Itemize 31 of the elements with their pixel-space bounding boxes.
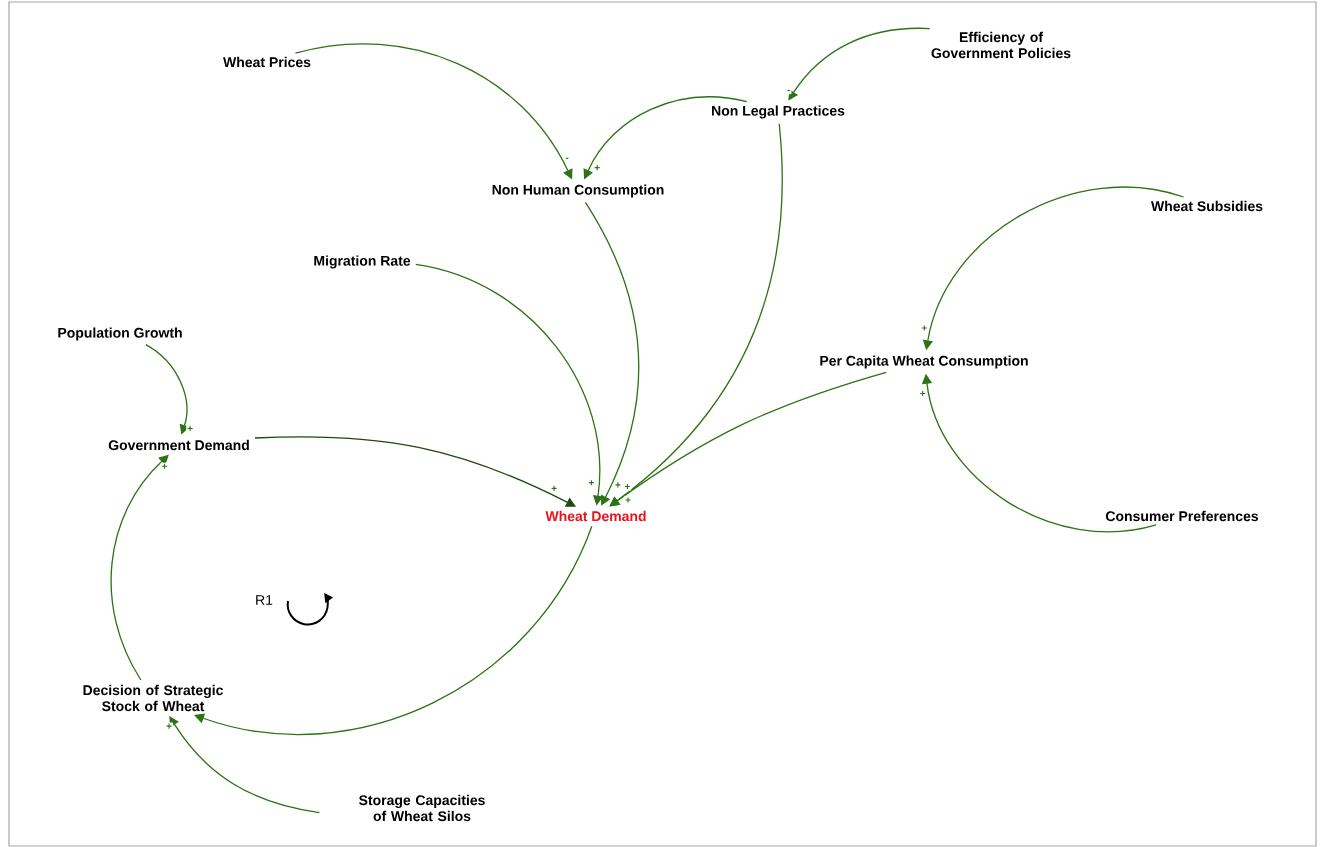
variable-name: Migration Rate [314, 255, 411, 269]
polarity-sign: + [593, 164, 602, 172]
polarity-sign: + [614, 481, 622, 490]
variable-name: Government Demand [108, 439, 249, 451]
variable-name: Non Legal Practices [712, 105, 845, 119]
variable-name: Wheat Prices [223, 56, 311, 68]
arrow [584, 201, 640, 506]
variable-name: Population Growth [58, 327, 182, 341]
variable-name: Efficiency of Government Policies [931, 31, 1071, 59]
variable-name: Decision of Strategic Stock of Wheat [83, 684, 223, 712]
polarity-sign: + [186, 424, 194, 433]
variable-name: Wheat Subsidies [1151, 200, 1263, 212]
variable-name: Storage Capacities of Wheat Silos [359, 794, 485, 822]
polarity-sign: + [165, 722, 173, 731]
arrow [145, 344, 190, 435]
variable-name: Wheat Demand [545, 510, 646, 522]
polarity-sign: + [918, 390, 927, 398]
polarity-sign: + [550, 484, 558, 493]
polarity-sign: + [623, 482, 632, 491]
variable-name: Consumer Preferences [1105, 510, 1259, 522]
arrow [194, 525, 593, 735]
variable-name: Per Capita Wheat Consumption [820, 355, 1028, 369]
polarity-sign: + [160, 462, 169, 471]
polarity-sign: - [564, 156, 570, 162]
arrow [169, 716, 320, 814]
variable-name: Non Human Consumption [492, 184, 664, 198]
polarity-sign: - [786, 88, 792, 95]
polarity-sign: + [587, 479, 596, 487]
polarity-sign: + [920, 324, 929, 333]
loop-label: R1 [256, 595, 273, 605]
polarity-sign: + [624, 496, 632, 505]
